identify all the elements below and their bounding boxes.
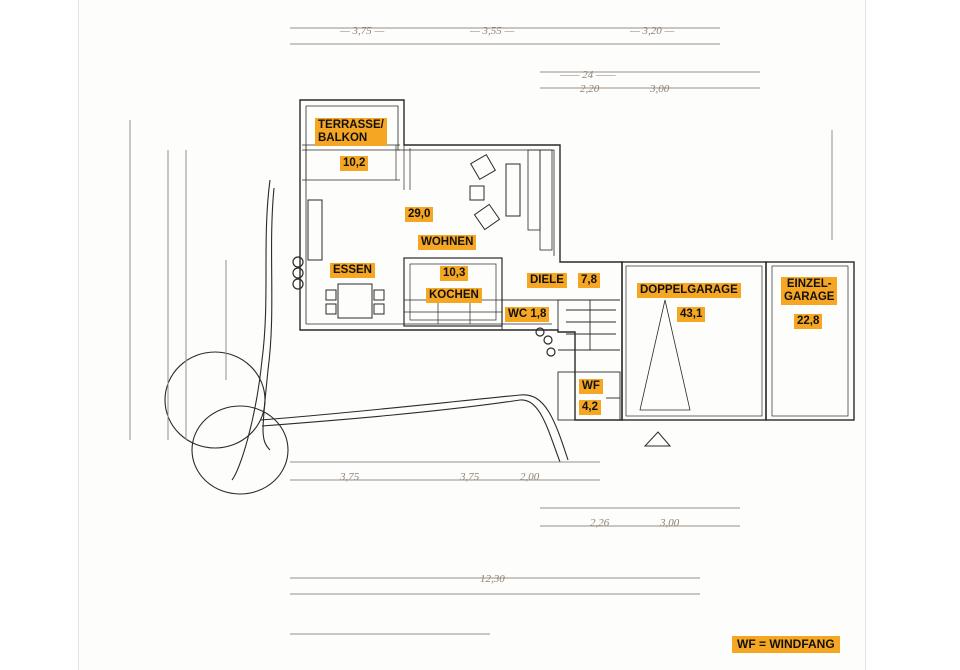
svg-text:3,00: 3,00	[659, 517, 680, 529]
svg-text:2,00: 2,00	[520, 471, 540, 483]
counter-hatch	[404, 299, 502, 324]
plant-circles	[292, 256, 556, 357]
living-furniture	[469, 149, 553, 251]
terrasse-area: 10,2	[340, 156, 369, 171]
kochen-area: 10,3	[440, 266, 469, 281]
legend-windfang: WF = WINDFANG	[732, 636, 840, 653]
svg-text:2,26: 2,26	[590, 517, 610, 529]
kitchen-wall	[403, 257, 503, 327]
svg-text:— 3,20 —: — 3,20 —	[629, 25, 675, 37]
diele-area: 7,8	[578, 273, 600, 288]
wohnen-area: 29,0	[405, 207, 434, 222]
wf-area: 4,2	[579, 400, 601, 415]
svg-text:2,20: 2,20	[580, 83, 600, 95]
einzelgarage-wall	[765, 261, 855, 421]
svg-text:3,00: 3,00	[649, 83, 670, 95]
dimension-ticks: — 3,75 — — 3,55 — — 3,20 — —— 24 —— 2,20…	[339, 25, 680, 585]
dining-table	[307, 199, 385, 319]
tree-2	[191, 405, 289, 495]
svg-text:— 3,55 —: — 3,55 —	[469, 25, 515, 37]
svg-text:3,75: 3,75	[339, 471, 360, 483]
einzelgarage-area: 22,8	[794, 314, 823, 329]
svg-text:3,75: 3,75	[459, 471, 480, 483]
einzelgarage-label: EINZEL- GARAGE	[781, 277, 838, 305]
terrasse-label: TERRASSE/ BALKON	[315, 118, 387, 146]
wc-diele-lines	[501, 299, 621, 421]
wohnen-label: WOHNEN	[418, 235, 477, 250]
svg-text:12,30: 12,30	[480, 573, 505, 585]
svg-text:— 3,75 —: — 3,75 —	[339, 25, 385, 37]
doppelgarage-label: DOPPELGARAGE	[637, 283, 741, 298]
wf-label: WF	[579, 379, 603, 394]
kochen-label: KOCHEN	[426, 288, 482, 303]
plan-sheet	[78, 0, 866, 670]
garden-path	[231, 179, 569, 481]
diele-label: DIELE	[527, 273, 567, 288]
wc-label: WC 1,8	[505, 307, 550, 322]
car-outline	[639, 299, 691, 411]
dimension-lines	[129, 27, 833, 635]
essen-label: ESSEN	[330, 263, 375, 278]
entrance-arrow	[643, 431, 672, 447]
svg-text:—— 24 ——: —— 24 ——	[559, 69, 616, 81]
doppelgarage-area: 43,1	[677, 307, 706, 322]
tree-1	[164, 351, 266, 449]
